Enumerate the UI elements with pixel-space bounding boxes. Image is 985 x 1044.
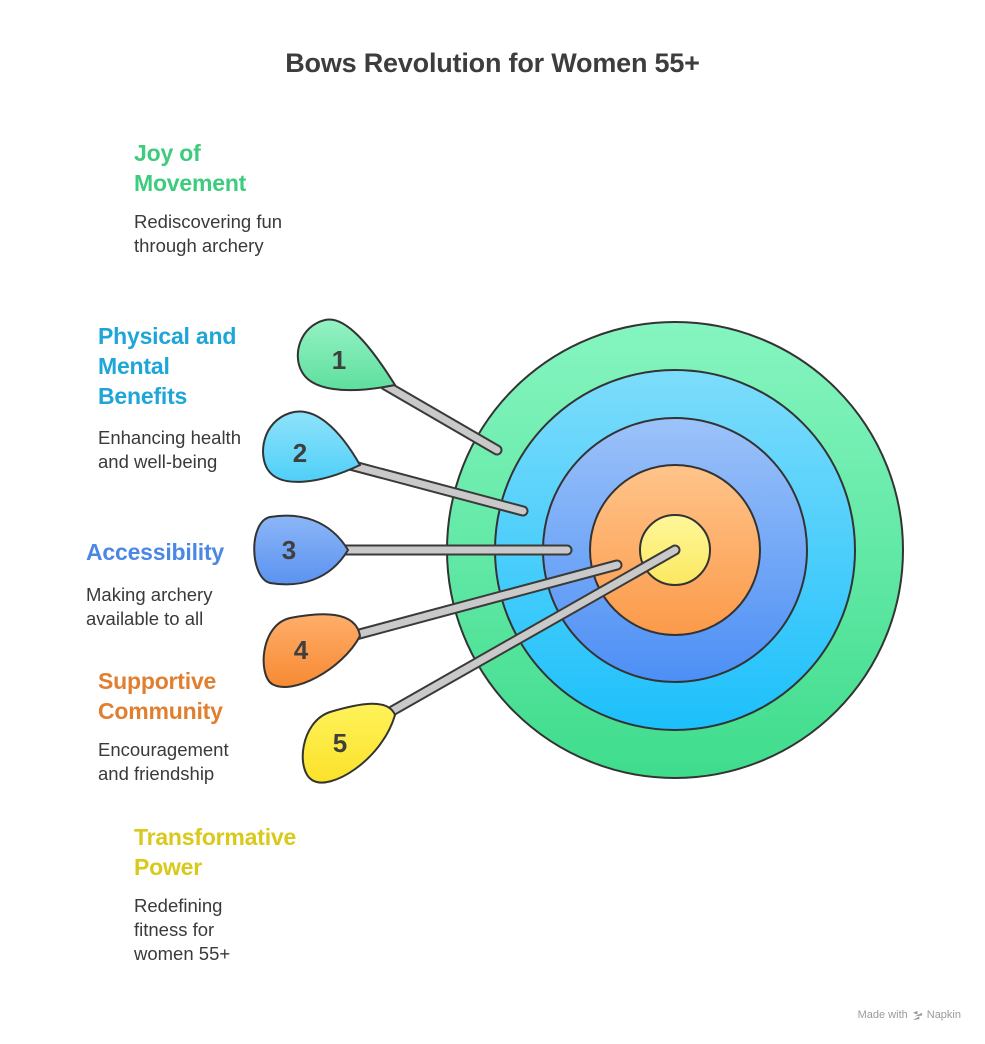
footer-brand: Napkin bbox=[926, 1009, 961, 1021]
dart-heads bbox=[253, 318, 397, 784]
item-desc-transformative-power: Redefining fitness for women 55+ bbox=[134, 895, 231, 964]
dart-number-4: 4 bbox=[294, 635, 309, 665]
dart-head-3 bbox=[253, 514, 350, 586]
item-title-transformative-power: Transformative Power bbox=[134, 824, 297, 880]
item-desc-joy-of-movement: Rediscovering fun through archery bbox=[134, 211, 283, 256]
dart-shaft-1-fill bbox=[381, 381, 501, 454]
dart-number-3: 3 bbox=[282, 535, 296, 565]
item-desc-supportive-community: Encouragement and friendship bbox=[98, 739, 229, 784]
item-title-accessibility: Accessibility bbox=[86, 539, 225, 565]
dart-head-4 bbox=[262, 613, 362, 688]
item-title-physical-and-mental-benefits: Physical and Mental Benefits bbox=[98, 323, 237, 409]
dart-head-5 bbox=[301, 702, 397, 784]
footer-made-with: Made with bbox=[857, 1009, 908, 1021]
dart-head-2 bbox=[262, 410, 362, 483]
dart-shaft-5-fill bbox=[381, 546, 679, 719]
dart-shafts bbox=[334, 379, 681, 721]
item-desc-accessibility: Making archery available to all bbox=[86, 584, 213, 629]
dart-shaft-4-fill bbox=[348, 561, 621, 640]
napkin-logo-icon bbox=[912, 1010, 922, 1020]
dart-shaft-2-fill bbox=[346, 461, 527, 515]
page-title: Bows Revolution for Women 55+ bbox=[285, 48, 700, 78]
item-title-supportive-community: Supportive Community bbox=[98, 668, 223, 724]
footer-attribution: Made with Napkin bbox=[858, 1009, 961, 1021]
dart-number-5: 5 bbox=[333, 728, 347, 758]
dart-numbers: 1 2 3 4 5 bbox=[282, 345, 347, 758]
dart-head-1 bbox=[296, 318, 397, 392]
dart-number-2: 2 bbox=[293, 438, 307, 468]
item-desc-physical-and-mental-benefits: Enhancing health and well-being bbox=[98, 427, 241, 472]
dart-number-1: 1 bbox=[332, 345, 346, 375]
item-title-joy-of-movement: Joy of Movement bbox=[134, 140, 247, 196]
